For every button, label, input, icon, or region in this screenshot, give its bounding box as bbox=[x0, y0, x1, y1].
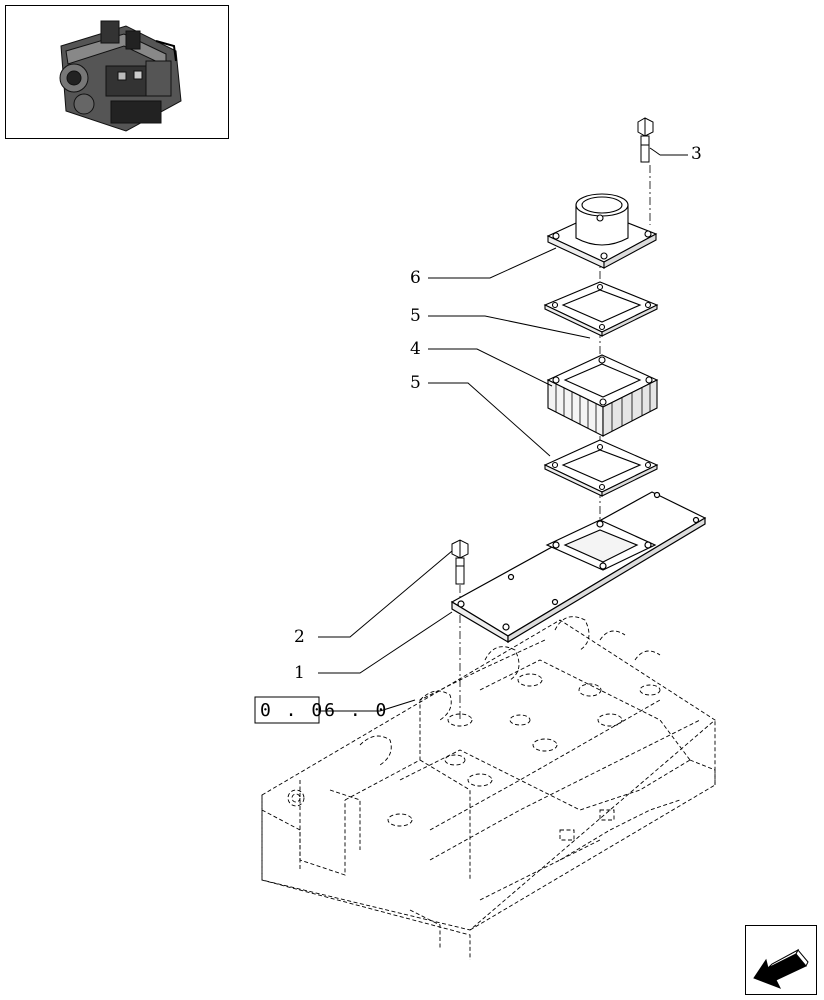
leader-1 bbox=[318, 611, 453, 674]
leader-lines bbox=[318, 147, 688, 712]
cylinder-head-phantom bbox=[261, 616, 716, 960]
callout-2[interactable]: 2 bbox=[294, 627, 305, 647]
assembly-axis bbox=[459, 165, 651, 720]
part-6-outlet-flange bbox=[546, 193, 658, 269]
part-2-screw bbox=[451, 539, 469, 585]
previous-page-arrow-icon bbox=[753, 948, 809, 989]
part-5-gasket-upper bbox=[543, 281, 659, 337]
previous-page-button[interactable] bbox=[745, 925, 817, 995]
callout-4[interactable]: 4 bbox=[410, 339, 421, 359]
reference-code[interactable]: 0 . 06 . 0 bbox=[260, 700, 388, 721]
reference-box bbox=[254, 696, 320, 724]
leader-2 bbox=[318, 550, 453, 638]
callout-6[interactable]: 6 bbox=[410, 268, 421, 288]
engine-icon bbox=[59, 20, 182, 132]
leader-6 bbox=[428, 247, 557, 279]
leader-4 bbox=[428, 348, 553, 387]
callout-3[interactable]: 3 bbox=[691, 144, 702, 164]
callout-1[interactable]: 1 bbox=[294, 663, 305, 683]
part-3-screw bbox=[637, 117, 654, 163]
part-4-heater-block bbox=[546, 354, 659, 437]
part-5-gasket-lower bbox=[543, 439, 659, 497]
leader-5-upper bbox=[428, 315, 591, 339]
leader-ref bbox=[318, 699, 416, 712]
callout-5-upper[interactable]: 5 bbox=[410, 306, 421, 326]
leader-5-lower bbox=[428, 382, 551, 457]
callout-5-lower[interactable]: 5 bbox=[410, 373, 421, 393]
part-1-cover-plate bbox=[450, 491, 707, 644]
engine-thumbnail[interactable] bbox=[5, 5, 229, 139]
